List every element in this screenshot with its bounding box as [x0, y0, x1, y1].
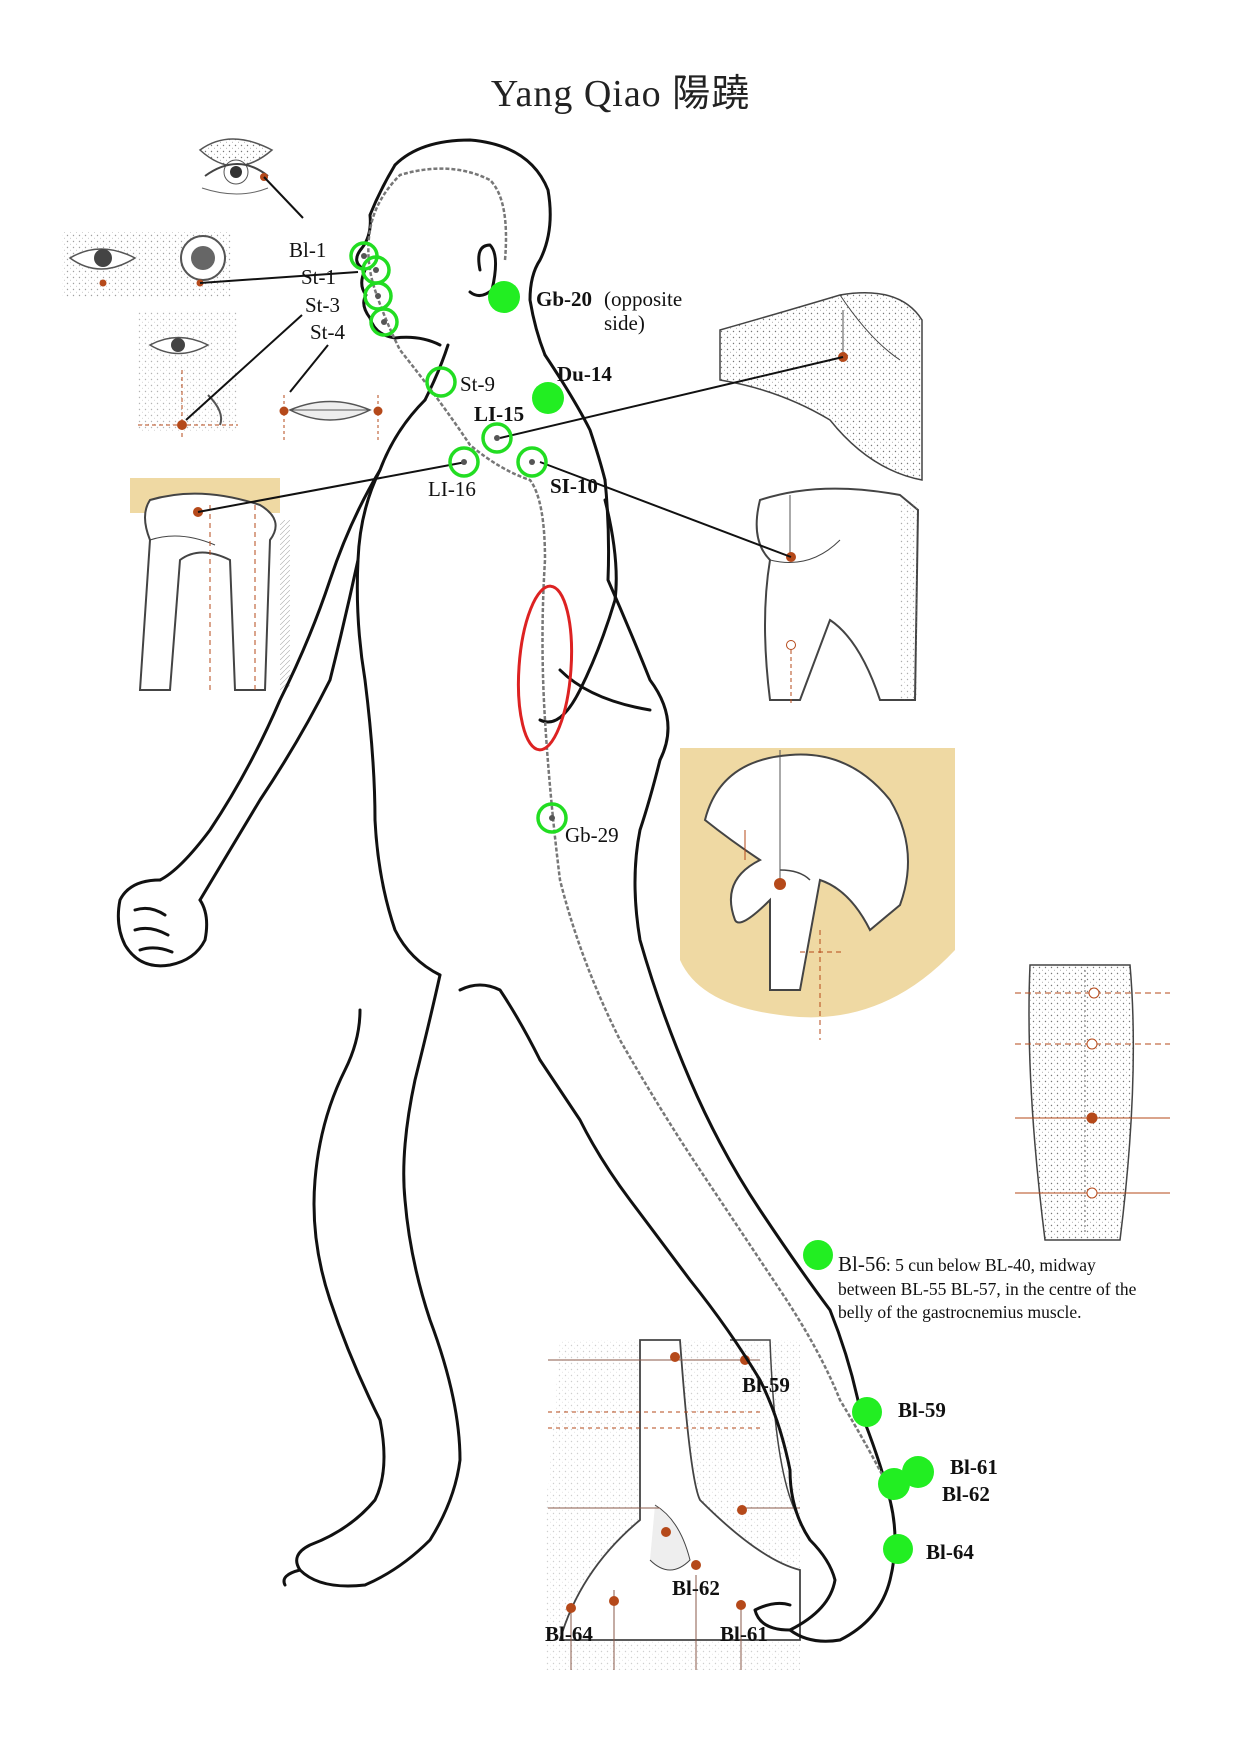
bl56-text: : 5 cun below BL-40, midway between BL-5…	[838, 1255, 1137, 1323]
label-bl61: Bl-61	[950, 1455, 998, 1479]
page-title: Yang Qiao 陽蹺	[490, 73, 751, 115]
meridian-path	[367, 167, 892, 1491]
label-li15: LI-15	[474, 402, 525, 426]
ankle-label-bl59: Bl-59	[742, 1373, 790, 1397]
ring-gb29	[536, 802, 568, 834]
bl56-code: Bl-56	[838, 1252, 886, 1276]
shoulder-bone-right	[755, 487, 920, 705]
mouth-detail	[279, 395, 383, 440]
ring-st9	[425, 366, 457, 398]
dot-bl64	[883, 1534, 913, 1564]
dot-bl59	[852, 1397, 882, 1427]
leader-lines	[185, 176, 844, 558]
eye-nose-detail	[138, 312, 238, 440]
label-st9: St-9	[460, 372, 496, 396]
ring-li15	[481, 422, 513, 454]
label-bl64: Bl-64	[926, 1540, 974, 1564]
dot-du14	[532, 382, 564, 414]
skull-eye-detail	[62, 232, 232, 297]
dot-gb20	[488, 281, 520, 313]
ring-centers	[361, 253, 555, 821]
neck-shoulder-detail	[719, 292, 923, 481]
label-st3: St-3	[305, 293, 341, 317]
bl56-note: Bl-56: 5 cun below BL-40, midway between…	[838, 1251, 1138, 1324]
shoulder-bone-left	[130, 478, 290, 691]
ring-st4	[369, 307, 399, 337]
label-gb20-note: (opposite side)	[604, 287, 683, 336]
label-st4: St-4	[310, 320, 346, 344]
ring-si10	[516, 446, 548, 478]
label-st1: St-1	[301, 265, 337, 289]
ankle-detail	[545, 1339, 801, 1670]
highlight-oval	[516, 584, 574, 752]
walking-figure	[116, 138, 897, 1643]
label-bl1: Bl-1	[289, 238, 327, 262]
dot-bl61	[902, 1456, 934, 1488]
label-bl59: Bl-59	[898, 1398, 946, 1422]
ankle-label-bl61: Bl-61	[720, 1622, 768, 1646]
label-du14: Du-14	[557, 362, 612, 386]
hip-bone-detail	[680, 748, 955, 1040]
label-gb29: Gb-29	[565, 823, 619, 847]
ankle-label-bl64: Bl-64	[545, 1622, 593, 1646]
eye-detail	[198, 138, 274, 195]
dot-bl62	[878, 1468, 910, 1500]
label-si10: SI-10	[550, 474, 598, 498]
label-gb20: Gb-20	[536, 287, 593, 311]
label-li16: LI-16	[428, 477, 476, 501]
ring-points	[349, 241, 568, 834]
calf-detail	[1015, 964, 1170, 1241]
dot-bl56	[803, 1240, 833, 1270]
ring-li16	[448, 446, 480, 478]
ankle-label-bl62: Bl-62	[672, 1576, 720, 1600]
label-bl62: Bl-62	[942, 1482, 990, 1506]
filled-points	[488, 281, 934, 1564]
